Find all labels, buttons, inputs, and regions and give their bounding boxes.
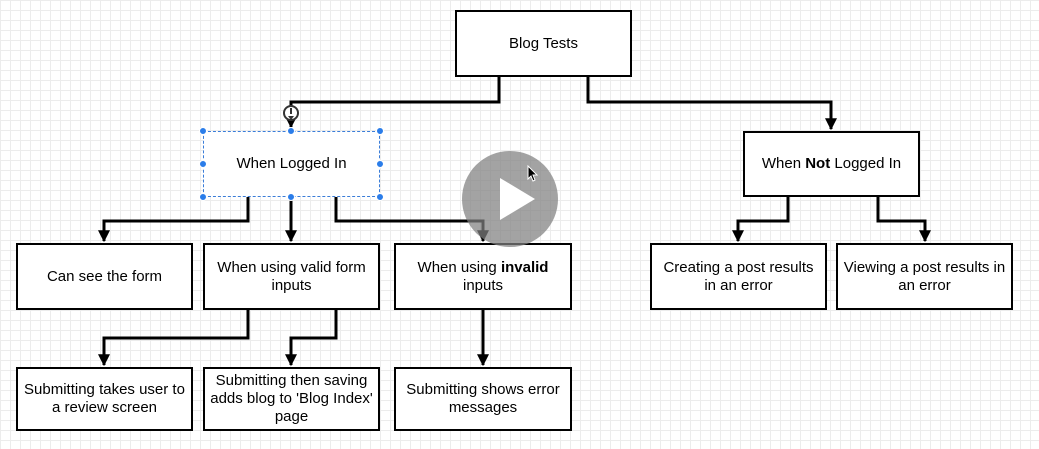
node-viewing-post-error-label: Viewing a post results in an error <box>843 258 1006 294</box>
node-submit-error-label: Submitting shows error messages <box>406 381 560 416</box>
node-submit-review-label: Submitting takes user to a review screen <box>24 381 185 416</box>
node-can-see-form-label: Can see the form <box>46 267 163 285</box>
resize-handle-top-right[interactable] <box>376 127 384 135</box>
edge-not-logged-in-to-create-error <box>732 197 790 243</box>
node-when-not-logged-in-label: When Not Logged In <box>761 155 902 172</box>
node-when-not-logged-in[interactable]: When Not Logged In <box>743 131 920 197</box>
play-icon <box>500 178 535 220</box>
node-when-logged-in-label: When Logged In <box>236 155 347 172</box>
resize-handle-right[interactable] <box>376 160 384 168</box>
edge-root-to-logged-in <box>285 76 501 129</box>
node-submit-review[interactable]: Submitting takes user to a review screen <box>16 367 193 431</box>
node-valid-inputs[interactable]: When using valid form inputs <box>203 243 380 310</box>
node-viewing-post-error[interactable]: Viewing a post results in an error <box>836 243 1013 310</box>
edge-not-logged-in-to-view-error <box>876 197 931 243</box>
node-can-see-form[interactable]: Can see the form <box>16 243 193 310</box>
resize-handle-bottom-right[interactable] <box>376 193 384 201</box>
node-valid-inputs-label: When using valid form inputs <box>217 258 366 294</box>
edge-root-to-not-logged-in <box>586 76 837 131</box>
node-invalid-inputs[interactable]: When using invalid inputs <box>394 243 572 310</box>
resize-handle-top-left[interactable] <box>199 127 207 135</box>
node-when-logged-in[interactable]: When Logged In <box>203 131 380 197</box>
resize-handle-top[interactable] <box>287 127 295 135</box>
node-submit-save-index-label: Submitting then saving adds blog to 'Blo… <box>210 372 373 425</box>
rotate-handle-icon[interactable] <box>282 104 300 122</box>
arrow-cursor-icon <box>527 165 539 182</box>
edge-valid-to-submit-save <box>285 310 338 367</box>
node-blog-tests[interactable]: Blog Tests <box>455 10 632 77</box>
node-blog-tests-label: Blog Tests <box>509 34 578 52</box>
resize-handle-bottom[interactable] <box>287 193 295 201</box>
edge-logged-in-to-invalid-inputs <box>334 197 489 243</box>
resize-handle-bottom-left[interactable] <box>199 193 207 201</box>
edge-valid-to-submit-review <box>98 310 250 367</box>
edge-logged-in-to-see-form <box>98 197 250 243</box>
node-submit-error[interactable]: Submitting shows error messages <box>394 367 572 431</box>
node-creating-post-error[interactable]: Creating a post results in an error <box>650 243 827 310</box>
play-button[interactable] <box>462 151 558 247</box>
node-submit-save-index[interactable]: Submitting then saving adds blog to 'Blo… <box>203 367 380 431</box>
resize-handle-left[interactable] <box>199 160 207 168</box>
node-creating-post-error-label: Creating a post results in an error <box>663 258 814 294</box>
node-invalid-inputs-label: When using invalid inputs <box>417 258 549 294</box>
